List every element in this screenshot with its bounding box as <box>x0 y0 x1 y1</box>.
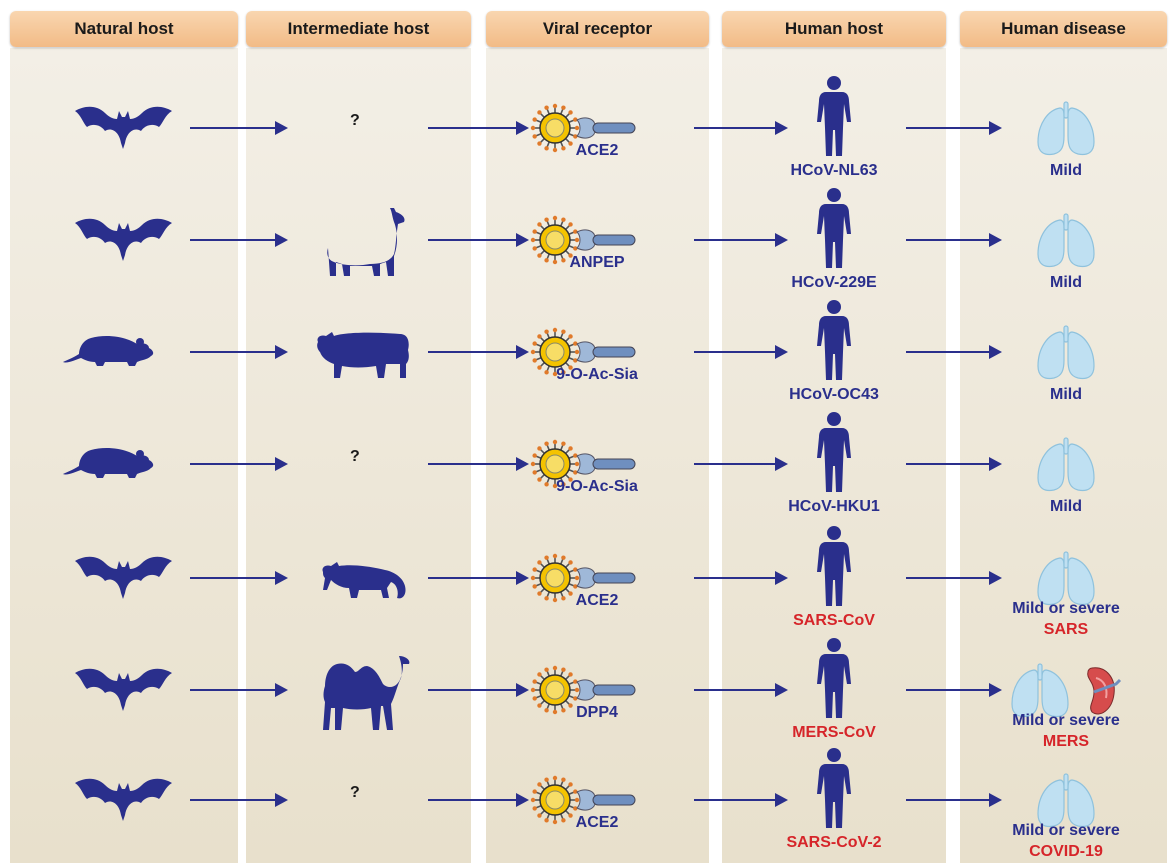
virus-name-label: HCoV-229E <box>754 274 914 292</box>
flow-arrow <box>906 577 1000 579</box>
flow-arrow <box>190 799 286 801</box>
lungs-icon <box>1034 438 1098 494</box>
column-header: Human host <box>722 11 946 47</box>
unknown-intermediate-host: ? <box>350 112 360 130</box>
flow-arrow <box>694 689 786 691</box>
receptor-label: ANPEP <box>537 254 657 272</box>
disease-severity: Mild <box>1050 386 1082 403</box>
flow-arrow <box>190 127 286 129</box>
virus-name-label: HCoV-HKU1 <box>754 498 914 516</box>
virus-name-label: SARS-CoV <box>754 612 914 630</box>
flow-arrow <box>428 127 527 129</box>
disease-label: Mild <box>976 384 1156 405</box>
disease-name: COVID-19 <box>976 841 1156 862</box>
disease-severity: Mild or severe <box>1012 600 1120 617</box>
virus-name-label: HCoV-OC43 <box>754 386 914 404</box>
unknown-intermediate-host: ? <box>350 784 360 802</box>
flow-arrow <box>428 799 527 801</box>
intermediate-host-cattle-icon <box>316 328 412 380</box>
flow-arrow <box>428 577 527 579</box>
intermediate-host-civet-icon <box>319 560 409 600</box>
disease-label: Mild <box>976 160 1156 181</box>
disease-severity: Mild <box>1050 162 1082 179</box>
human-figure-icon <box>814 300 854 382</box>
flow-arrow <box>694 127 786 129</box>
receptor-label: ACE2 <box>537 592 657 610</box>
receptor-label: DPP4 <box>537 704 657 722</box>
receptor-label: 9-O-Ac-Sia <box>537 366 657 384</box>
flow-arrow <box>906 127 1000 129</box>
flow-arrow <box>906 689 1000 691</box>
flow-arrow <box>906 351 1000 353</box>
flow-arrow <box>906 463 1000 465</box>
virus-name-label: MERS-CoV <box>754 724 914 742</box>
flow-arrow <box>190 239 286 241</box>
flow-arrow <box>190 463 286 465</box>
human-figure-icon <box>814 76 854 158</box>
flow-arrow <box>428 351 527 353</box>
natural-host-rodent-icon <box>61 442 157 482</box>
natural-host-bat-icon <box>73 663 174 713</box>
receptor-label: ACE2 <box>537 814 657 832</box>
flow-arrow <box>428 239 527 241</box>
flow-arrow <box>694 463 786 465</box>
flow-arrow <box>190 351 286 353</box>
receptor-label: ACE2 <box>537 142 657 160</box>
human-figure-icon <box>814 188 854 270</box>
column-header: Natural host <box>10 11 238 47</box>
disease-severity: Mild <box>1050 498 1082 515</box>
natural-host-bat-icon <box>73 101 174 151</box>
flow-arrow <box>190 689 286 691</box>
natural-host-bat-icon <box>73 773 174 823</box>
disease-name: SARS <box>976 619 1156 640</box>
natural-host-rodent-icon <box>61 330 157 370</box>
flow-arrow <box>428 689 527 691</box>
unknown-intermediate-host: ? <box>350 448 360 466</box>
receptor-label: 9-O-Ac-Sia <box>537 478 657 496</box>
lungs-icon <box>1034 102 1098 158</box>
flow-arrow <box>694 799 786 801</box>
disease-label: Mild <box>976 496 1156 517</box>
flow-arrow <box>694 351 786 353</box>
column-header: Viral receptor <box>486 11 709 47</box>
intermediate-host-alpaca-icon <box>320 206 408 278</box>
disease-name: MERS <box>976 731 1156 752</box>
human-figure-icon <box>814 638 854 720</box>
disease-severity: Mild or severe <box>1012 712 1120 729</box>
human-figure-icon <box>814 526 854 608</box>
intermediate-host-camel-icon <box>315 652 413 732</box>
flow-arrow <box>190 577 286 579</box>
flow-arrow <box>428 463 527 465</box>
virus-name-label: SARS-CoV-2 <box>754 834 914 852</box>
lungs-icon <box>1034 214 1098 270</box>
natural-host-bat-icon <box>73 213 174 263</box>
human-figure-icon <box>814 412 854 494</box>
column-header: Human disease <box>960 11 1167 47</box>
disease-severity: Mild or severe <box>1012 822 1120 839</box>
disease-label: Mild <box>976 272 1156 293</box>
flow-arrow <box>694 239 786 241</box>
human-figure-icon <box>814 748 854 830</box>
lungs-icon <box>1034 326 1098 382</box>
flow-arrow <box>906 799 1000 801</box>
virus-name-label: HCoV-NL63 <box>754 162 914 180</box>
column-header: Intermediate host <box>246 11 471 47</box>
disease-severity: Mild <box>1050 274 1082 291</box>
flow-arrow <box>694 577 786 579</box>
flow-arrow <box>906 239 1000 241</box>
natural-host-bat-icon <box>73 551 174 601</box>
